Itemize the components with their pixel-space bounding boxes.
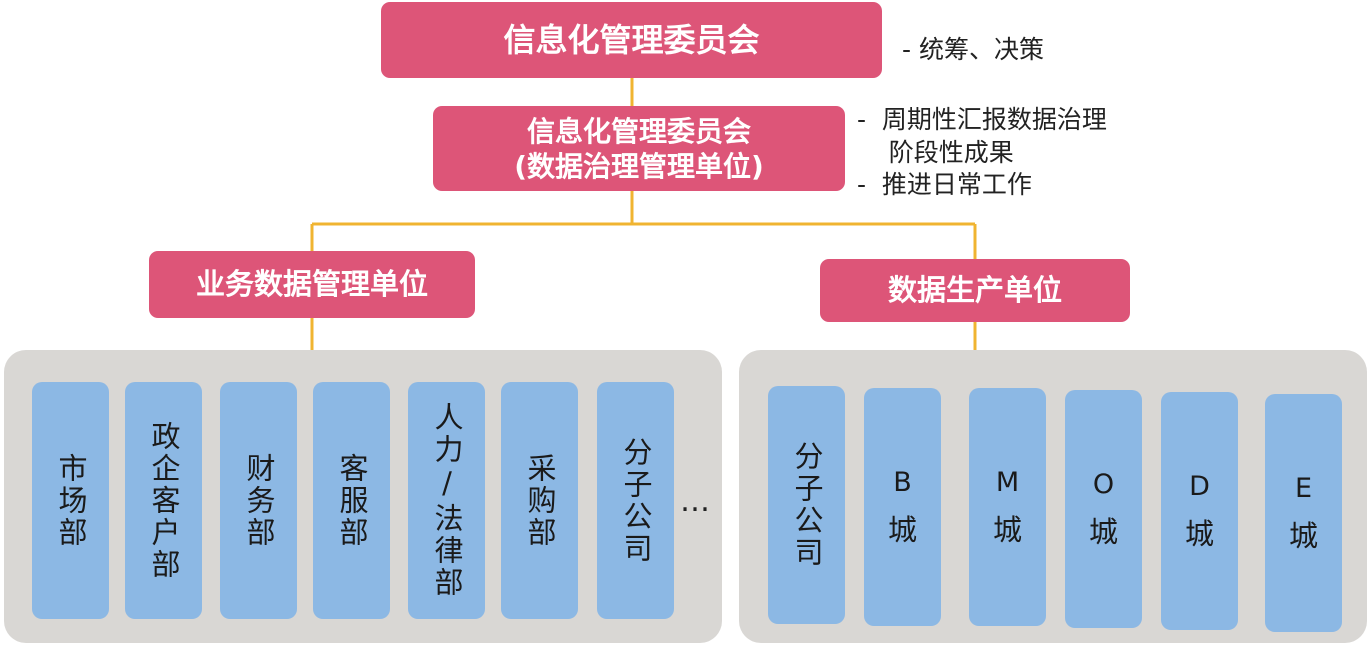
unit-city-b: B 城 bbox=[864, 388, 941, 626]
top-committee-box: 信息化管理委员会 bbox=[381, 2, 882, 78]
top-committee-note: - 统筹、决策 bbox=[902, 35, 1044, 64]
city-o-letter: O bbox=[1092, 469, 1115, 500]
data-production-unit-box: 数据生产单位 bbox=[820, 259, 1130, 322]
city-d-letter: D bbox=[1189, 471, 1210, 502]
unit-finance: 财务部 bbox=[220, 382, 297, 619]
data-production-unit-title: 数据生产单位 bbox=[887, 273, 1062, 308]
unit-city-o: O 城 bbox=[1065, 390, 1142, 628]
governance-unit-box: 信息化管理委员会 (数据治理管理单位) bbox=[433, 106, 845, 191]
unit-subsidiary-left-label: 分子公司 bbox=[619, 436, 653, 565]
governance-notes: - 周期性汇报数据治理 阶段性成果 - 推进日常工作 bbox=[857, 104, 1107, 202]
governance-unit-subtitle: (数据治理管理单位) bbox=[514, 149, 764, 183]
business-data-unit-title: 业务数据管理单位 bbox=[195, 267, 428, 302]
unit-city-m: M 城 bbox=[969, 388, 1046, 626]
top-committee-title: 信息化管理委员会 bbox=[503, 21, 760, 59]
city-m-letter: M bbox=[995, 467, 1020, 498]
city-b-letter: B bbox=[893, 467, 912, 498]
unit-subsidiary-left: 分子公司 bbox=[597, 382, 674, 619]
unit-government-enterprise-label: 政企客户部 bbox=[147, 420, 181, 581]
unit-subsidiary-right: 分子公司 bbox=[768, 386, 845, 624]
city-b-suffix: 城 bbox=[887, 513, 917, 547]
unit-customer-service-label: 客服部 bbox=[335, 452, 369, 549]
unit-customer-service: 客服部 bbox=[313, 382, 390, 619]
city-o-suffix: 城 bbox=[1088, 515, 1118, 549]
unit-market-label: 市场部 bbox=[54, 452, 88, 549]
unit-procurement-label: 采购部 bbox=[523, 452, 557, 549]
city-d-suffix: 城 bbox=[1184, 517, 1214, 551]
city-e-letter: E bbox=[1294, 473, 1313, 504]
city-m-suffix: 城 bbox=[992, 513, 1022, 547]
unit-finance-label: 财务部 bbox=[242, 452, 276, 549]
unit-city-e: E 城 bbox=[1265, 394, 1342, 632]
unit-government-enterprise: 政企客户部 bbox=[125, 382, 202, 619]
governance-note-1: - 周期性汇报数据治理 bbox=[857, 105, 1107, 134]
governance-note-2: 阶段性成果 bbox=[857, 137, 1014, 167]
governance-unit-title: 信息化管理委员会 bbox=[526, 114, 751, 148]
unit-hr-legal-label: 人力/法律部 bbox=[430, 402, 464, 599]
unit-hr-legal: 人力/法律部 bbox=[408, 382, 485, 619]
unit-city-d: D 城 bbox=[1161, 392, 1238, 630]
governance-note-3: - 推进日常工作 bbox=[857, 170, 1032, 199]
unit-market: 市场部 bbox=[32, 382, 109, 619]
more-units-ellipsis: … bbox=[680, 484, 711, 519]
city-e-suffix: 城 bbox=[1288, 519, 1318, 553]
unit-procurement: 采购部 bbox=[501, 382, 578, 619]
unit-subsidiary-right-label: 分子公司 bbox=[790, 441, 824, 569]
business-data-unit-box: 业务数据管理单位 bbox=[149, 251, 475, 318]
